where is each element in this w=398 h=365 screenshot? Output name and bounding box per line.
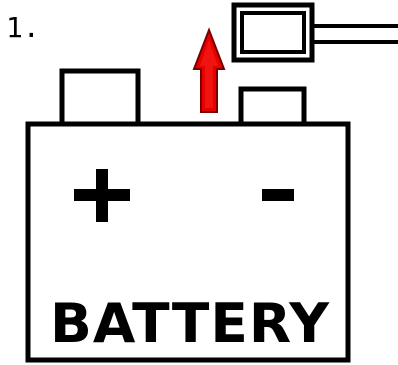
battery-body (25, 121, 351, 363)
battery-label: BATTERY (50, 292, 330, 355)
positive-terminal (59, 68, 141, 127)
negative-sign: - (262, 189, 294, 201)
up-arrow-icon (192, 27, 226, 113)
positive-sign: + (74, 169, 130, 222)
cable-clamp-icon (231, 2, 398, 63)
negative-terminal (238, 86, 307, 128)
step-number: 1. (6, 11, 40, 44)
